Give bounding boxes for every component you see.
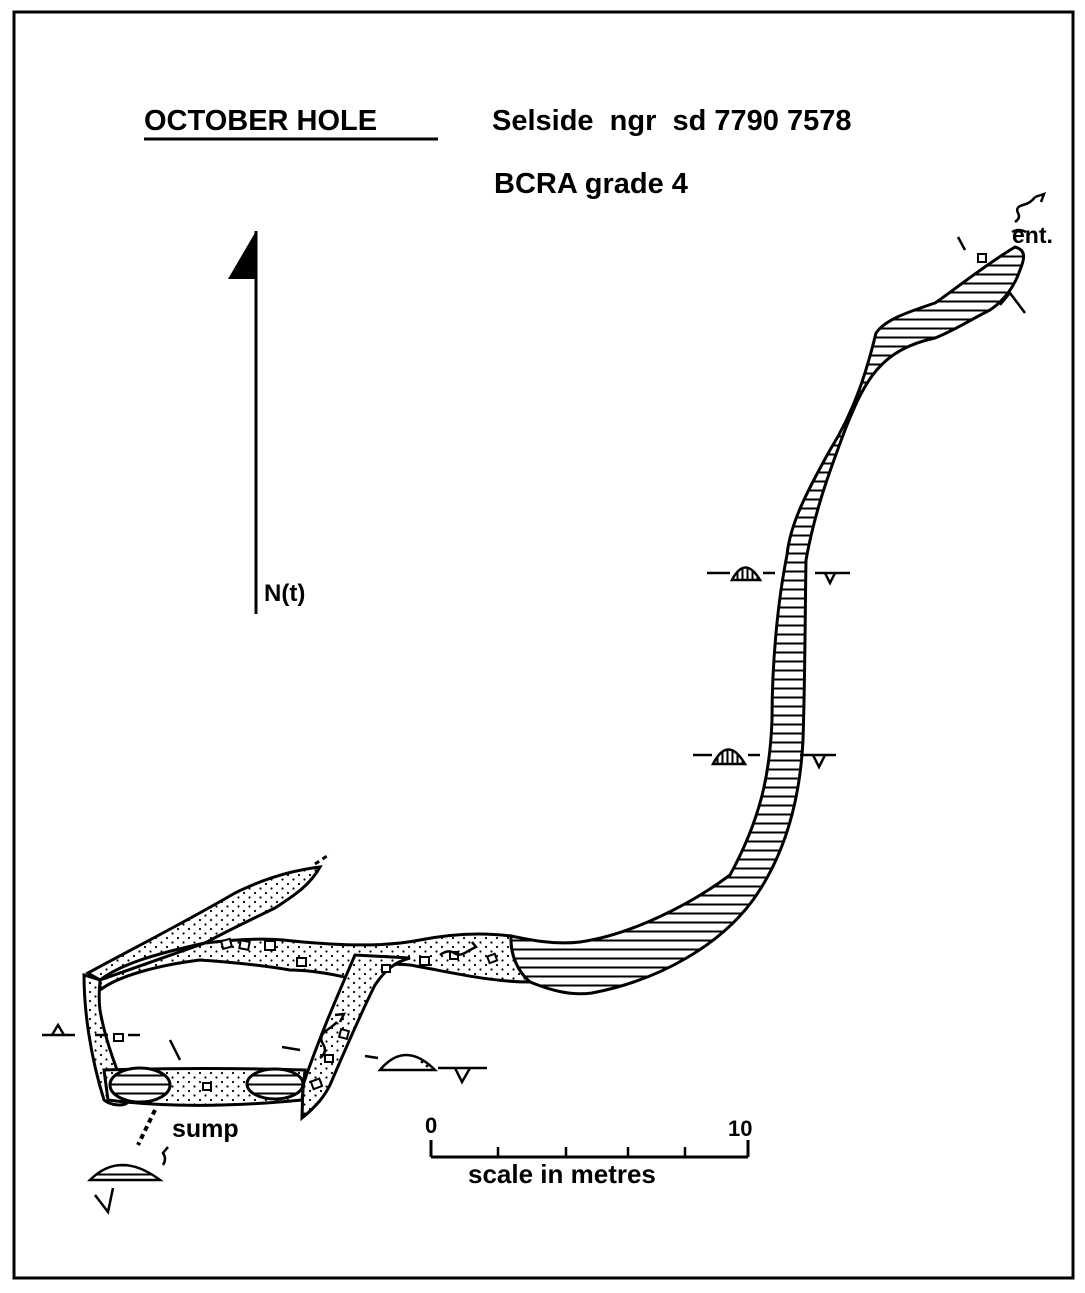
scale-bar: 0 10 scale in metres: [425, 1113, 752, 1189]
bcra-grade: BCRA grade 4: [494, 168, 688, 200]
map-frame: [12, 10, 1075, 1280]
stream-arrows: [161, 191, 1047, 1166]
inlet-passage: [300, 953, 411, 1122]
survey-title: OCTOBER HOLE: [144, 105, 377, 137]
scale-caption: scale in metres: [468, 1159, 656, 1189]
north-arrow: N(t): [228, 231, 305, 614]
north-flag-icon: [228, 231, 256, 279]
entrance-label: ent.: [1012, 222, 1053, 248]
scale-start-label: 0: [425, 1113, 437, 1138]
upper-branch-passage: [84, 865, 323, 982]
grid-reference: Selside ngr sd 7790 7578: [492, 105, 851, 137]
north-label: N(t): [264, 580, 305, 607]
section-mark-sump: [168, 1039, 182, 1061]
cross-section-middle: [693, 748, 836, 770]
cross-section-inlet: [281, 1045, 487, 1085]
section-mark-inlet: [314, 852, 331, 866]
entrance-passage: [509, 245, 1026, 996]
cross-section-entrance: [956, 236, 1026, 314]
connecting-passage: [98, 932, 535, 993]
sump-label: sump: [172, 1115, 239, 1143]
cross-sections: [42, 236, 1026, 1215]
cross-section-west: [42, 1022, 140, 1037]
sump-pools: [108, 1066, 305, 1104]
scale-end-label: 10: [728, 1116, 752, 1141]
cross-section-upper: [707, 566, 850, 586]
boulder-symbols: [113, 253, 987, 1091]
cross-section-sump: [86, 1163, 164, 1215]
sump-outlet: [136, 1109, 157, 1146]
